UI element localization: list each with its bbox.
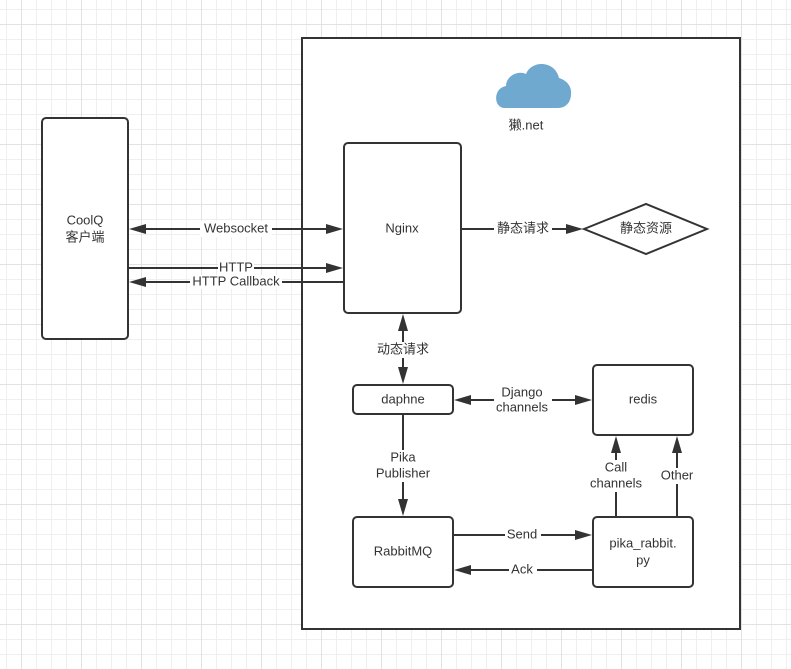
nginx-label: Nginx bbox=[385, 220, 419, 235]
edge-dynamic-request: 动态请求 bbox=[372, 314, 434, 384]
edge-pika-publisher: Pika Publisher bbox=[370, 415, 436, 516]
redis-label: redis bbox=[629, 391, 658, 406]
redis-node[interactable]: redis bbox=[592, 364, 694, 436]
edge-django-channels: Django channels bbox=[454, 384, 592, 416]
edge-http-callback-label: HTTP Callback bbox=[192, 273, 280, 288]
edge-django-channels-label-line2: channels bbox=[496, 399, 549, 414]
edge-websocket: Websocket bbox=[129, 220, 343, 237]
nginx-node[interactable]: Nginx bbox=[343, 142, 462, 314]
arrowhead-down bbox=[398, 367, 408, 384]
edge-call-channels-label-line1: Call bbox=[605, 459, 628, 474]
arrowhead-left bbox=[129, 277, 146, 287]
rabbitmq-node[interactable]: RabbitMQ bbox=[352, 516, 454, 588]
edge-dynamic-request-label: 动态请求 bbox=[377, 341, 429, 356]
coolq-client-label-line2: 客户端 bbox=[65, 229, 104, 244]
pika-rabbit-label-line1: pika_rabbit. bbox=[609, 535, 676, 550]
edge-websocket-label: Websocket bbox=[204, 220, 268, 235]
edge-pika-publisher-label-line2: Publisher bbox=[376, 465, 431, 480]
arrowhead-right bbox=[326, 263, 343, 273]
coolq-client-label-line1: CoolQ bbox=[67, 212, 104, 227]
arrowhead-up bbox=[672, 436, 682, 453]
static-resources-node[interactable]: 静态资源 bbox=[581, 202, 710, 256]
edge-other: Other bbox=[656, 436, 698, 516]
edge-ack: Ack bbox=[454, 561, 592, 577]
daphne-label: daphne bbox=[381, 391, 424, 406]
rabbitmq-label: RabbitMQ bbox=[374, 543, 433, 558]
pika-rabbit-node[interactable]: pika_rabbit. py bbox=[592, 516, 694, 588]
arrowhead-left bbox=[454, 395, 471, 405]
pika-rabbit-label-line2: py bbox=[636, 552, 650, 567]
coolq-client-node[interactable]: CoolQ 客户端 bbox=[41, 117, 129, 340]
edge-http: HTTP bbox=[129, 259, 343, 275]
edge-django-channels-label-line1: Django bbox=[501, 384, 542, 399]
edge-send: Send bbox=[454, 526, 592, 542]
edge-send-label: Send bbox=[507, 526, 537, 541]
edge-pika-publisher-label-line1: Pika bbox=[390, 449, 416, 464]
arrowhead-right bbox=[575, 395, 592, 405]
arrowhead-up bbox=[611, 436, 621, 453]
arrowhead-right bbox=[566, 224, 583, 234]
edge-call-channels: Call channels bbox=[586, 436, 646, 516]
arrowhead-right bbox=[326, 224, 343, 234]
edge-http-callback: HTTP Callback bbox=[129, 273, 343, 289]
edge-other-label: Other bbox=[661, 467, 694, 482]
arrowhead-left bbox=[454, 565, 471, 575]
edge-static-request: 静态请求 bbox=[462, 220, 583, 237]
static-resources-label: 静态资源 bbox=[620, 220, 672, 235]
arrowhead-up bbox=[398, 314, 408, 331]
arrowhead-down bbox=[398, 499, 408, 516]
arrowhead-right bbox=[575, 530, 592, 540]
daphne-node[interactable]: daphne bbox=[352, 384, 454, 415]
edge-call-channels-label-line2: channels bbox=[590, 475, 643, 490]
edge-static-request-label: 静态请求 bbox=[497, 220, 549, 235]
arrowhead-left bbox=[129, 224, 146, 234]
edge-ack-label: Ack bbox=[511, 561, 533, 576]
cloud-icon bbox=[496, 63, 572, 108]
edge-http-label: HTTP bbox=[219, 259, 253, 274]
server-group-label: 獭.net bbox=[509, 117, 544, 132]
